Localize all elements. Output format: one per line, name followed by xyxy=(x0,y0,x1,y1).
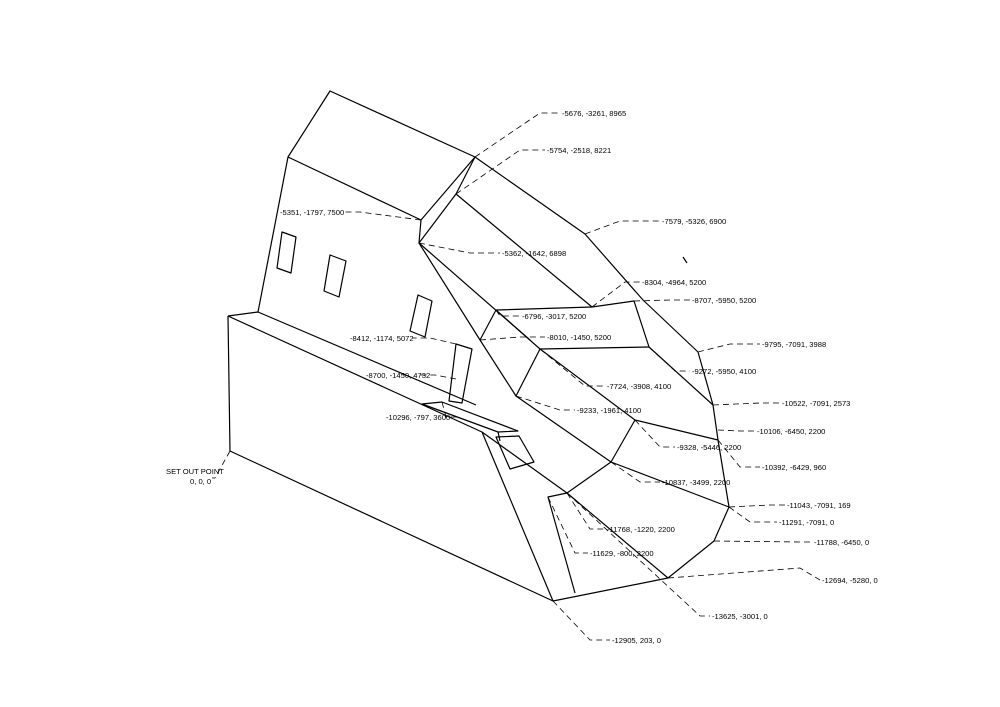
upper-wall xyxy=(257,90,476,313)
coordinate-label: -10392, -6429, 960 xyxy=(762,463,826,472)
coordinate-label: -13625, -3001, 0 xyxy=(712,612,768,621)
coordinate-label: -8304, -4964, 5200 xyxy=(642,278,706,287)
coordinate-label: -11768, -1220, 2200 xyxy=(607,525,675,534)
coordinate-label: -7579, -5326, 6900 xyxy=(662,217,726,226)
coordinate-label: -10106, -6450, 2200 xyxy=(757,427,825,436)
coordinate-label: -5754, -2518, 8221 xyxy=(547,146,611,155)
coordinate-label: -7724, -3908, 4100 xyxy=(607,382,671,391)
coordinate-label: -5362, -1642, 6898 xyxy=(502,249,566,258)
coordinate-label: -8412, -1174, 5072 xyxy=(350,334,414,343)
coordinate-label: -11629, -800, 2200 xyxy=(590,549,654,558)
window-1 xyxy=(276,231,297,274)
coordinate-label: -8707, -5950, 5200 xyxy=(692,296,756,305)
coordinate-label: -6796, -3017, 5200 xyxy=(522,312,586,321)
coordinate-label: -5351, -1797, 7500 xyxy=(280,208,344,217)
coordinate-labels: -5676, -3261, 8965 -5754, -2518, 8221 -5… xyxy=(280,109,878,645)
coordinate-label: -9233, -1961, 4100 xyxy=(577,406,641,415)
set-out-point-title: SET OUT POINT xyxy=(166,467,224,476)
coordinate-label: -10837, -3499, 2200 xyxy=(662,478,730,487)
coordinate-label: -10296, -797, 3600 xyxy=(386,413,450,422)
coordinate-label: -11788, -6450, 0 xyxy=(814,538,869,547)
coordinate-label: -9328, -5446, 2200 xyxy=(677,443,741,452)
coordinate-label: -8700, -1450, 4732 xyxy=(366,371,430,380)
coordinate-label: -11291, -7091, 0 xyxy=(779,518,834,527)
set-out-point: SET OUT POINT 0, 0, 0 xyxy=(166,467,224,486)
coordinate-label: -12905, 203, 0 xyxy=(612,636,661,645)
window-2 xyxy=(323,254,347,298)
tick-mark xyxy=(682,256,688,264)
coordinate-label: -9272, -5950, 4100 xyxy=(692,367,756,376)
coordinate-label: -10522, -7091, 2573 xyxy=(782,399,850,408)
coordinate-label: -11043, -7091, 169 xyxy=(787,501,851,510)
leader-lines xyxy=(212,112,821,641)
coordinate-label: -9795, -7091, 3988 xyxy=(762,340,826,349)
wall-windows xyxy=(276,231,433,338)
coordinate-label: -5676, -3261, 8965 xyxy=(562,109,626,118)
window-3 xyxy=(409,294,433,338)
coordinate-label: -12694, -5280, 0 xyxy=(822,576,878,585)
coordinate-label: -8010, -1450, 5200 xyxy=(547,333,611,342)
set-out-point-coords: 0, 0, 0 xyxy=(190,477,211,486)
